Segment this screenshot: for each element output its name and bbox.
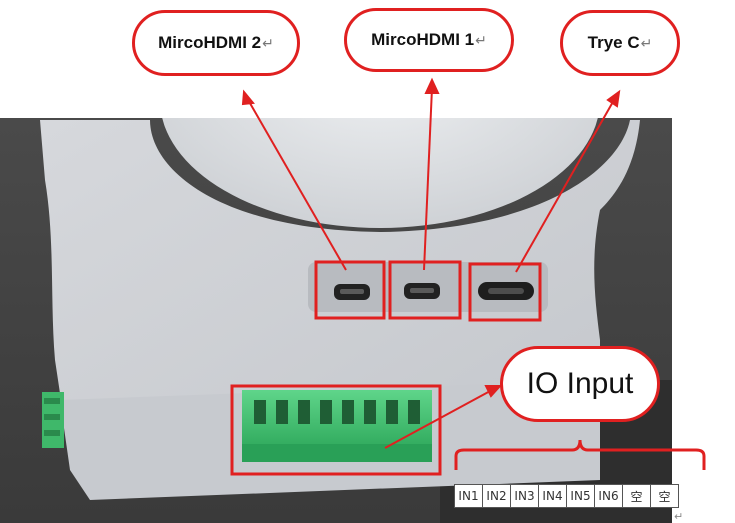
paragraph-mark: ↵ <box>262 34 274 51</box>
highlight-terminal <box>230 384 442 476</box>
paragraph-mark: ↵ <box>640 34 653 51</box>
io-pin-cell: IN3 <box>510 484 539 508</box>
io-pin-cell: 空 <box>650 484 679 508</box>
io-pin-table: IN1 IN2 IN3 IN4 IN5 IN6 空 空 <box>454 484 679 508</box>
paragraph-mark: ↵ <box>674 511 684 523</box>
callout-microhdmi-1-label: MircoHDMI 1 <box>371 30 475 49</box>
highlight-typec <box>468 262 542 322</box>
io-pin-cell: 空 <box>622 484 651 508</box>
io-pin-cell: IN2 <box>482 484 511 508</box>
callout-typec: Trye C↵ <box>560 10 680 76</box>
callout-typec-label: Trye C <box>587 33 640 52</box>
io-pin-cell: IN1 <box>454 484 483 508</box>
terminal-block <box>242 390 432 450</box>
io-pin-cell: IN4 <box>538 484 567 508</box>
paragraph-mark: ↵ <box>475 31 487 48</box>
callout-io-input-label: IO Input <box>526 367 634 400</box>
io-pin-cell: IN6 <box>594 484 623 508</box>
callout-io-input: IO Input <box>500 346 660 422</box>
callout-microhdmi-1: MircoHDMI 1↵ <box>344 8 514 72</box>
io-pin-cell: IN5 <box>566 484 595 508</box>
io-brace <box>454 439 706 470</box>
callout-microhdmi-2-label: MircoHDMI 2 <box>158 33 262 52</box>
io-pin-row: IN1 IN2 IN3 IN4 IN5 IN6 空 空 <box>454 484 679 508</box>
callout-microhdmi-2: MircoHDMI 2↵ <box>132 10 300 76</box>
highlight-microhdmi-2 <box>314 260 386 320</box>
callout-arrows <box>241 77 621 449</box>
terminal-slots <box>254 400 420 424</box>
